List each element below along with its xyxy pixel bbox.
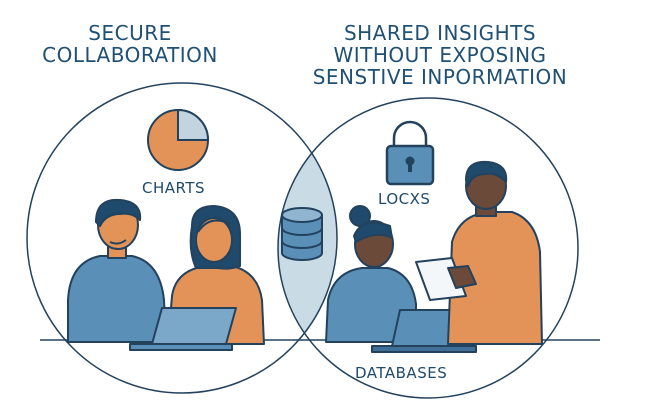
left-title-line: SECURE — [88, 21, 172, 45]
venn-circle-right — [277, 97, 579, 399]
laptop-icon — [129, 307, 237, 351]
person-woman-right — [325, 205, 417, 343]
right-title-line: SHARED INSIGHTS — [343, 21, 537, 45]
person-man-left — [67, 198, 167, 343]
person-man-right — [447, 160, 543, 345]
right-title-line: SENSTIVE INPORMATION — [312, 65, 568, 89]
venn-circle-left — [26, 82, 338, 394]
right-title: SHARED INSIGHTS WITHOUT EXPOSING SENSTIV… — [290, 22, 590, 88]
left-title: SECURE COLLABORATION — [15, 22, 245, 66]
charts-label: CHARTS — [142, 179, 206, 197]
venn-circles — [26, 82, 579, 399]
databases-label: DATABASES — [355, 364, 448, 382]
padlock-icon — [385, 120, 435, 186]
right-title-line: WITHOUT EXPOSING — [333, 43, 547, 67]
document-icon — [415, 257, 477, 301]
database-icon — [281, 207, 323, 261]
left-title-line: COLLABORATION — [42, 43, 218, 67]
locks-label: LOCXS — [378, 190, 431, 208]
pie-chart-icon — [147, 108, 210, 171]
